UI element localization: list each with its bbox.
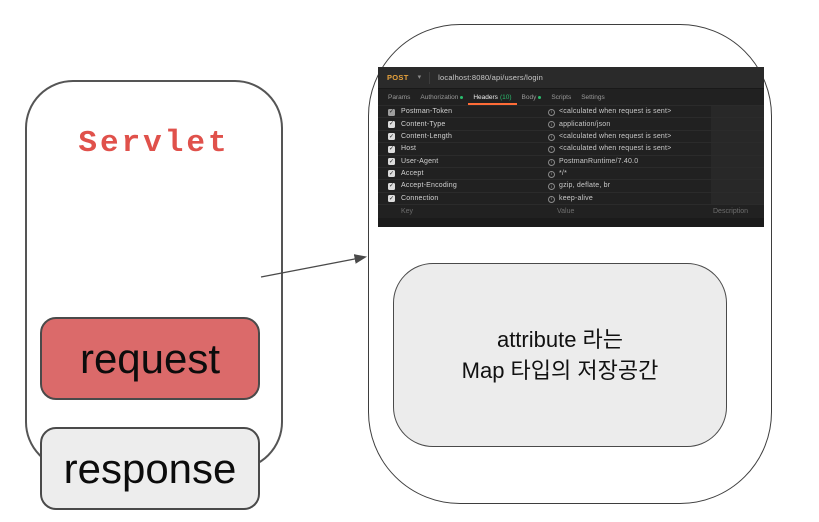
header-key[interactable]: Content-Length — [401, 132, 453, 140]
header-row: ✓ Connection i keep-alive — [378, 193, 764, 205]
header-row: ✓ Content-Length i <calculated when request… — [378, 131, 764, 144]
tab-params[interactable]: Params — [383, 89, 415, 105]
new-header-row: Key Value Description — [378, 205, 764, 218]
key-placeholder[interactable]: Key — [401, 208, 414, 215]
header-row: ✓ Accept-Encoding i gzip, deflate, br — [378, 180, 764, 193]
info-icon: i — [548, 146, 555, 154]
header-key[interactable]: Accept — [401, 170, 424, 178]
annotation-line-2: Map 타입의 저장공간 — [461, 358, 659, 383]
servlet-container: request response — [25, 80, 283, 510]
header-value[interactable]: */* — [559, 170, 567, 178]
tab-headers[interactable]: Headers(10) — [468, 89, 516, 105]
request-box: request — [40, 317, 260, 400]
servlet-title: Servlet — [78, 126, 230, 161]
header-row: ✓ Content-Type i application/json — [378, 118, 764, 131]
header-value[interactable]: <calculated when request is sent> — [559, 132, 672, 140]
header-key[interactable]: Content-Type — [401, 120, 446, 128]
tab-settings[interactable]: Settings — [576, 89, 610, 105]
header-key[interactable]: User-Agent — [401, 157, 439, 165]
header-key[interactable]: Postman-Token — [401, 108, 453, 116]
tab-scripts[interactable]: Scripts — [546, 89, 576, 105]
header-row: ✓ Host i <calculated when request is sent> — [378, 143, 764, 156]
info-icon: i — [548, 195, 555, 203]
header-row: ✓ Postman-Token i <calculated when request … — [378, 106, 764, 119]
header-key[interactable]: Accept-Encoding — [401, 182, 457, 190]
value-placeholder[interactable]: Value — [557, 208, 575, 215]
header-value[interactable]: gzip, deflate, br — [559, 182, 611, 190]
info-icon: i — [548, 109, 555, 116]
tab-count-badge: (10) — [499, 93, 512, 101]
headers-table: ✓ Postman-Token i <calculated when request … — [378, 106, 764, 205]
header-checkbox[interactable]: ✓ — [388, 182, 395, 190]
request-arrow — [260, 254, 368, 278]
response-label: response — [63, 444, 237, 492]
url-input[interactable]: localhost:8080/api/users/login — [438, 73, 543, 82]
header-value[interactable]: application/json — [559, 120, 611, 128]
header-checkbox[interactable]: ✓ — [388, 195, 395, 203]
response-box: response — [40, 427, 260, 510]
info-icon: i — [548, 170, 555, 178]
info-icon: i — [548, 183, 555, 191]
tab-label: Params — [388, 93, 411, 101]
header-checkbox[interactable]: ✓ — [388, 158, 395, 166]
request-label: request — [79, 334, 221, 382]
description-placeholder[interactable]: Description — [713, 208, 749, 215]
tab-body[interactable]: Body — [517, 89, 547, 105]
tab-label: Authorization — [420, 93, 459, 101]
url-divider — [429, 71, 431, 84]
tab-authorization[interactable]: Authorization — [415, 89, 468, 105]
header-key[interactable]: Connection — [401, 194, 439, 202]
header-value[interactable]: <calculated when request is sent> — [559, 145, 672, 153]
annotation-box: attribute 라는 Map 타입의 저장공간 — [393, 263, 727, 447]
header-row: ✓ Accept i */* — [378, 168, 764, 181]
header-value[interactable]: keep-alive — [559, 194, 593, 202]
tab-label: Scripts — [551, 93, 572, 101]
tab-label: Headers — [473, 93, 498, 101]
header-key[interactable]: Host — [401, 145, 417, 153]
header-value[interactable]: PostmanRuntime/7.40.0 — [559, 157, 639, 165]
green-dot-icon — [460, 95, 464, 99]
tab-label: Settings — [581, 93, 605, 101]
header-checkbox[interactable]: ✓ — [388, 108, 395, 116]
chevron-down-icon[interactable]: ▾ — [417, 74, 422, 81]
header-row: ✓ User-Agent i PostmanRuntime/7.40.0 — [378, 156, 764, 168]
header-checkbox[interactable]: ✓ — [388, 170, 395, 178]
header-value[interactable]: <calculated when request is sent> — [559, 108, 672, 116]
panel-bottom-strip — [378, 218, 764, 227]
tab-label: Body — [521, 93, 537, 101]
green-dot-icon — [538, 95, 542, 99]
request-tabs: Params Authorization Headers(10) Body Script… — [378, 89, 764, 106]
header-checkbox[interactable]: ✓ — [388, 145, 395, 153]
info-icon: i — [548, 158, 555, 166]
header-checkbox[interactable]: ✓ — [388, 133, 395, 141]
method-select[interactable]: POST — [387, 73, 409, 82]
annotation-line-1: attribute 라는 — [496, 327, 624, 352]
info-icon: i — [548, 133, 555, 141]
info-icon: i — [548, 121, 555, 129]
postman-url-bar: POST ▾ localhost:8080/api/users/login — [378, 67, 764, 89]
header-checkbox[interactable]: ✓ — [388, 120, 395, 128]
postman-panel: POST ▾ localhost:8080/api/users/login Pa… — [378, 67, 764, 227]
